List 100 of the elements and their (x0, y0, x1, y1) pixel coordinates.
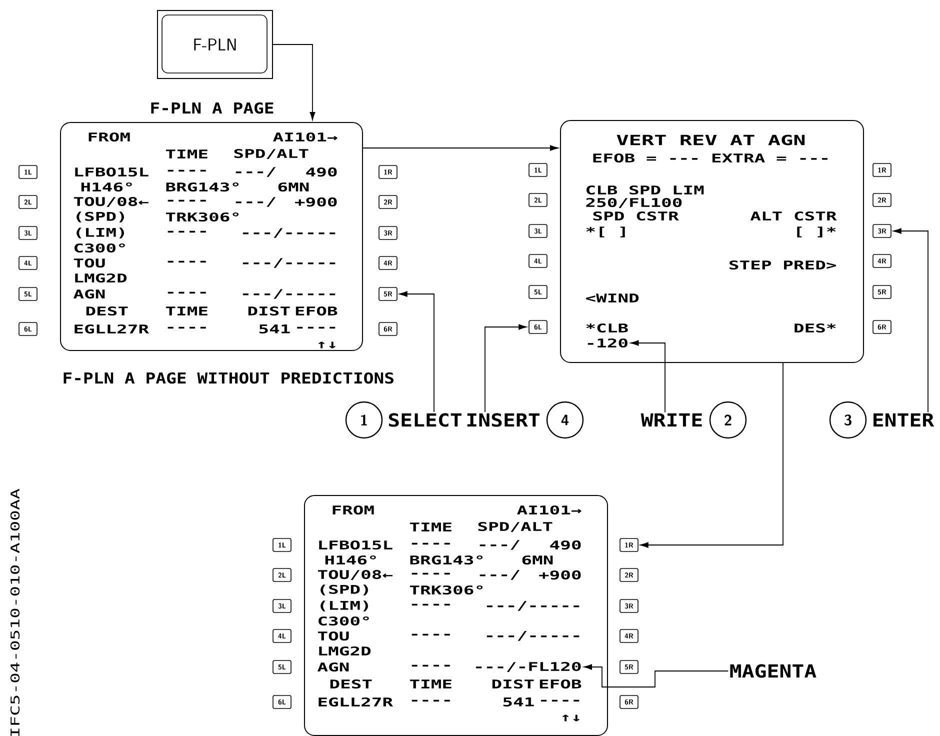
screen-text: TOU/08← (74, 196, 148, 207)
screen-text: DEST (330, 679, 372, 689)
screen-text: TRK306° (166, 212, 239, 222)
screen-text: ---- (297, 326, 336, 329)
screen-text: AI101→ (273, 132, 338, 142)
screen-text: 490 (550, 540, 581, 550)
screen-text: -120 (588, 338, 628, 348)
screen-text: 6MN (522, 555, 553, 565)
step-number: 4 (546, 401, 584, 439)
screen-text: EGLL27R (74, 324, 150, 334)
screen-text: DEST (86, 306, 128, 316)
screen-text: BRG143° (166, 182, 239, 192)
screen-text: 541 (259, 324, 290, 334)
screen-text: EFOB (296, 306, 338, 316)
action-label: INSERT (467, 413, 540, 427)
screen-text: 490 (306, 167, 337, 177)
screen-text: ↑↓ (562, 714, 580, 722)
screen-text: ---/ (236, 197, 276, 207)
screen-text: EFOB = --- EXTRA = --- (593, 153, 828, 163)
page-title: F-PLN A PAGE (151, 102, 274, 114)
screen-text: ---/----- (486, 631, 580, 641)
screen-text: TIME (410, 522, 452, 532)
step-number: 1 (345, 401, 383, 439)
screen-text: 6MN (278, 182, 309, 192)
screen-text: (LIM) (320, 600, 368, 612)
document-code: IFC5-04-0510-010-A100AA (10, 488, 20, 736)
screen-text: ---/----- (242, 258, 336, 268)
screen-text: *CLB (586, 323, 628, 333)
screen-text: <WIND (586, 294, 639, 302)
key-button: F-PLN (157, 10, 273, 79)
screen-text: TRK306° (410, 585, 483, 595)
screen-text: BRG143° (410, 555, 483, 565)
screen-text: DIST (492, 679, 534, 689)
screen-text: FROM (88, 132, 130, 142)
screen-text: AI101→ (517, 505, 582, 515)
screen-text: FROM (332, 505, 374, 515)
screen-text: AGN (318, 662, 349, 672)
screen-text: 250/FL100 (586, 198, 682, 208)
screen-text: EFOB (540, 679, 582, 689)
arrow (584, 664, 729, 688)
arrow (362, 145, 558, 151)
step-number: 2 (709, 401, 747, 439)
arrow (630, 340, 666, 413)
step-number: 3 (829, 401, 867, 439)
screen-text: ---- (168, 170, 206, 172)
screen-text: TOU (318, 631, 349, 641)
screen-text: ---- (168, 292, 206, 294)
screen-text: ALT CSTR (750, 211, 837, 221)
action-label: ENTER (874, 413, 934, 427)
arrow (640, 362, 784, 548)
screen-text: LMG2D (319, 646, 371, 656)
screen-text: SPD/ALT (234, 149, 308, 159)
screen-text: TIME (166, 306, 208, 316)
screen-text: (SPD) (76, 212, 124, 222)
screen-text: DES* (794, 323, 836, 333)
screen-text: ---/ (236, 167, 276, 177)
screen-text: ---- (412, 604, 450, 606)
arrow (272, 44, 316, 120)
screen-text: (SPD) (320, 584, 368, 596)
action-label: MAGENTA (730, 664, 816, 678)
screen-text: ---- (168, 200, 206, 202)
screen-text: ---- (168, 260, 206, 263)
screen-text: ---- (412, 634, 450, 636)
page-label: F-PLN A PAGE WITHOUT PREDICTIONS (64, 372, 394, 384)
arrow (399, 291, 434, 412)
screen-text: ---/----- (486, 601, 580, 611)
screen-text: ---- (412, 572, 450, 575)
screen-text: ---- (168, 230, 206, 233)
screen-text: LFBO15L (75, 167, 148, 177)
screen-text: ---/ (480, 540, 520, 550)
screen-text: ---/-FL120 (476, 662, 581, 672)
arrow (484, 324, 527, 412)
action-label: SELECT (388, 413, 462, 427)
screen-text: VERT REV AT AGN (616, 134, 805, 146)
screen-text: *[ ] (586, 226, 625, 238)
screen-text: [ ]* (797, 226, 836, 238)
screen-text: H146° (325, 555, 376, 565)
screen-text: ---- (168, 326, 206, 329)
screen-text: TOU (74, 258, 105, 268)
screen-text: C300° (318, 616, 369, 626)
action-label: WRITE (640, 413, 702, 427)
screen-text: ---/ (480, 570, 520, 580)
screen-text: SPD CSTR (593, 211, 679, 221)
screen-text: ---- (541, 700, 580, 702)
screen-text: LMG2D (75, 273, 127, 283)
screen-text: DIST (248, 306, 290, 316)
screen-text: 541 (503, 698, 534, 706)
screen-text: +900 (539, 570, 581, 580)
screen-text: ---- (412, 700, 450, 702)
screen-text: ---- (412, 664, 450, 667)
arrow (893, 228, 928, 413)
screen-text: H146° (81, 182, 132, 192)
screen-text: ↑↓ (318, 342, 336, 348)
screen-text: C300° (74, 243, 125, 253)
screen-text: ---- (412, 542, 450, 545)
screen-text: TIME (166, 150, 208, 158)
screen-text: TIME (410, 680, 452, 688)
screen-text: SPD/ALT (478, 522, 552, 532)
screen-text: (LIM) (76, 228, 124, 238)
screen-text: STEP PRED> (730, 260, 836, 270)
